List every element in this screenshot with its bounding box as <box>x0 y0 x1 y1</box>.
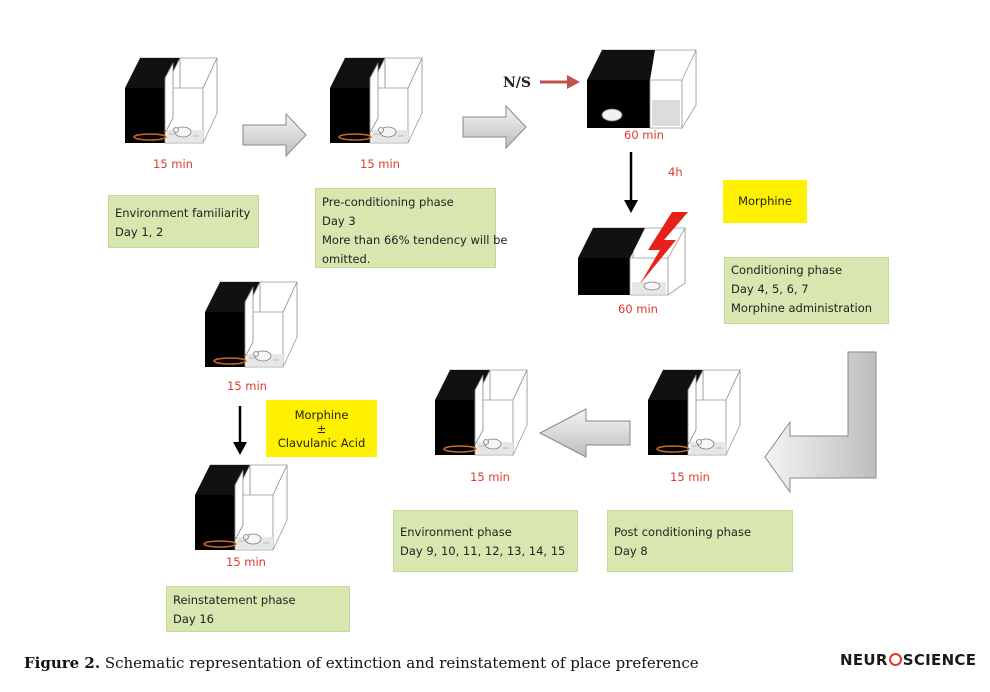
morphine-clav-line3: Clavulanic Acid <box>277 436 366 450</box>
chamber-conditioning-shock <box>578 212 688 296</box>
ns-arrow-icon <box>567 75 580 89</box>
logo-text-right: SCIENCE <box>902 651 977 669</box>
phase-days: Day 4, 5, 6, 7 <box>731 282 809 296</box>
logo-text-left: NEUR <box>840 651 888 669</box>
figure-caption: Figure 2. Schematic representation of ex… <box>24 654 699 672</box>
duration-label: 15 min <box>670 470 710 484</box>
duration-label: 60 min <box>618 302 658 316</box>
duration-label: 15 min <box>226 555 266 569</box>
phase-title: Post conditioning phase <box>614 525 752 539</box>
block-arrow-left <box>538 408 631 458</box>
phase-days: Day 1, 2 <box>115 225 164 239</box>
down-arrow-icon <box>624 200 638 213</box>
chamber-reinstatement-top <box>204 281 298 368</box>
duration-label: 15 min <box>360 157 400 171</box>
ns-label: N/S <box>503 75 532 91</box>
morphine-clavulanic-box: Morphine ± Clavulanic Acid <box>266 400 377 457</box>
logo-circle-icon <box>888 653 902 666</box>
chamber-conditioning-black <box>587 49 697 130</box>
phase-title: Conditioning phase <box>731 263 843 277</box>
shock-bolt-icon <box>640 212 688 284</box>
chamber-familiarity <box>124 57 218 144</box>
neuroscience-logo: NEUR SCIENCE <box>840 651 976 669</box>
phase-box-postconditioning: Post conditioning phase Day 8 <box>607 510 793 572</box>
phase-box-conditioning: Conditioning phase Day 4, 5, 6, 7 Morphi… <box>724 257 889 324</box>
phase-box-environment: Environment phase Day 9, 10, 11, 12, 13,… <box>393 510 578 572</box>
morphine-box: Morphine <box>723 180 807 223</box>
duration-label: 60 min <box>624 128 664 142</box>
phase-days: Day 3 <box>322 214 356 228</box>
phase-note: Morphine administration <box>731 301 873 315</box>
down-arrow-icon-2 <box>233 442 247 455</box>
phase-box-reinstatement: Reinstatement phase Day 16 <box>166 586 350 632</box>
duration-label: 15 min <box>470 470 510 484</box>
phase-title: Pre-conditioning phase <box>322 195 454 209</box>
phase-note: More than 66% tendency will be <box>322 233 508 247</box>
phase-box-familiarity: Environment familiarity Day 1, 2 <box>108 195 259 248</box>
time-4h-label: 4h <box>668 165 683 179</box>
figure-label: Figure 2. <box>24 654 101 672</box>
chamber-postconditioning <box>647 369 741 456</box>
morphine-clav-line1: Morphine <box>294 408 349 422</box>
phase-days: Day 8 <box>614 544 648 558</box>
morphine-label: Morphine <box>738 194 792 208</box>
morphine-clav-line2: ± <box>316 422 327 436</box>
chamber-preconditioning <box>329 57 423 144</box>
block-arrow-1 <box>242 112 307 158</box>
duration-label: 15 min <box>227 379 267 393</box>
block-arrow-elbow <box>764 351 877 494</box>
phase-title: Environment phase <box>400 525 512 539</box>
chamber-environment <box>434 369 528 456</box>
phase-days: Day 9, 10, 11, 12, 13, 14, 15 <box>400 544 566 558</box>
block-arrow-2 <box>462 104 527 150</box>
phase-title: Environment familiarity <box>115 206 251 220</box>
chamber-reinstatement <box>194 464 288 551</box>
phase-title: Reinstatement phase <box>173 593 296 607</box>
phase-box-preconditioning: Pre-conditioning phase Day 3 More than 6… <box>315 188 508 268</box>
phase-days: Day 16 <box>173 612 214 626</box>
figure-caption-text: Schematic representation of extinction a… <box>100 654 699 672</box>
phase-note-cont: omitted. <box>322 252 371 266</box>
duration-label: 15 min <box>153 157 193 171</box>
